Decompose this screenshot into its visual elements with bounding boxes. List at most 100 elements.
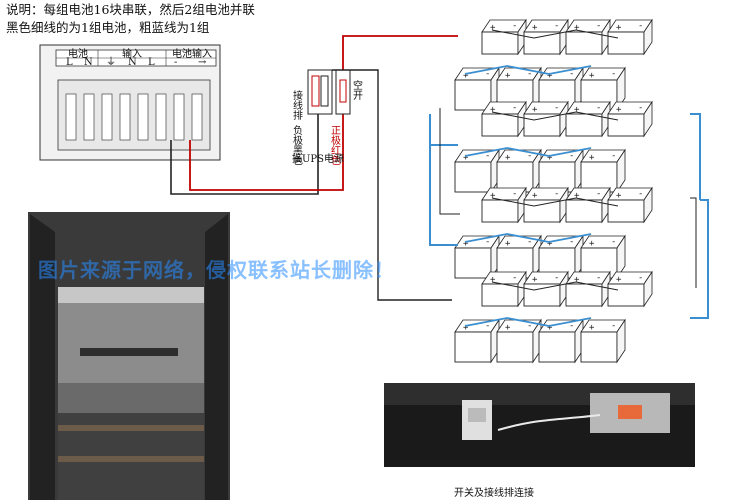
battery-terminal-positive: + [532,105,538,115]
blue-series-link [464,147,592,157]
battery-terminal-positive: + [505,71,511,81]
battery-terminal-positive: + [547,239,553,249]
negative-pole-label: 负极黑色 [291,124,303,165]
panel-mark-neg: - [174,57,177,68]
black-wire-2 [690,197,697,288]
blue-series-link [464,233,592,243]
battery-terminal-negative: - [611,321,616,331]
panel-mark-l: L [66,57,73,68]
battery-terminal-positive: + [589,153,595,163]
black-series-link [491,111,619,121]
battery-terminal-positive: + [505,323,511,333]
battery-terminal-positive: + [463,239,469,249]
battery-terminal-negative: - [527,69,532,79]
black-wire-1 [439,108,460,215]
blue-series-link [464,65,592,75]
battery: +- [481,18,527,56]
black-series-link [491,29,619,39]
battery: +- [565,270,611,308]
battery-terminal-negative: - [512,103,517,113]
black-series-link [491,197,619,207]
battery-terminal-positive: + [463,153,469,163]
watermark: 图片来源于网络，侵权联系站长删除！ [38,258,395,282]
battery-terminal-positive: + [505,153,511,163]
battery-terminal-negative: - [485,69,490,79]
battery: +- [580,318,626,364]
battery-terminal-negative: - [638,189,643,199]
battery-terminal-positive: + [616,191,622,201]
battery-terminal-negative: - [485,237,490,247]
battery-terminal-negative: - [569,237,574,247]
battery-terminal-positive: + [463,71,469,81]
battery: +- [496,148,542,194]
battery: +- [481,100,527,138]
battery-terminal-positive: + [547,71,553,81]
panel-mark-l2: L [148,57,155,68]
note-line-1: 说明：每组电池16块串联，然后2组电池并联 [6,2,255,17]
battery-stack: +-+-+-+-+-+-+-+-+-+-+-+-+-+-+-+-+-+-+-+-… [454,18,653,364]
switch-photo-caption: 开关及接线排连接 [454,486,534,499]
battery-terminal-negative: - [554,103,559,113]
panel-mark-n2: N [128,57,137,68]
battery: +- [454,148,500,194]
battery-terminal-negative: - [554,273,559,283]
battery-terminal-positive: + [574,275,580,285]
battery-terminal-positive: + [589,71,595,81]
blue-series-link [464,317,592,327]
battery-terminal-negative: - [596,103,601,113]
battery-terminal-positive: + [616,275,622,285]
battery-terminal-negative: - [596,189,601,199]
battery-terminal-negative: - [512,273,517,283]
panel-header-input: 输入 [122,47,142,60]
battery-terminal-positive: + [547,153,553,163]
battery-terminal-negative: - [569,69,574,79]
battery-terminal-positive: + [589,323,595,333]
positive-wire [189,35,458,191]
positive-pole-label: 正极红色 [329,125,341,165]
wiring-block-label: 接线排 [291,89,303,121]
ups-cabinet-photo [28,212,230,500]
battery: +- [538,234,584,280]
battery-terminal-positive: + [589,239,595,249]
group-1-trunk-wire [332,69,452,301]
panel-header-battery: 电池 [68,47,88,60]
battery: +- [607,18,653,56]
battery-terminal-positive: + [532,191,538,201]
battery-terminal-negative: - [569,321,574,331]
battery-terminal-positive: + [574,191,580,201]
battery: +- [454,318,500,364]
battery-terminal-negative: - [512,21,517,31]
battery-terminal-positive: + [532,275,538,285]
battery-terminal-negative: - [527,321,532,331]
blue-wire-3 [690,113,701,200]
battery-terminal-negative: - [611,237,616,247]
battery: +- [454,66,500,112]
battery-terminal-positive: + [574,23,580,33]
battery-terminal-negative: - [638,21,643,31]
battery-terminal-positive: + [505,239,511,249]
wiring-block [307,69,333,115]
battery: +- [496,318,542,364]
battery-terminal-positive: + [490,23,496,33]
battery-terminal-positive: + [490,191,496,201]
note-line-2: 黑色细线的为1组电池，粗蓝线为1组 [6,20,210,35]
battery: +- [538,318,584,364]
battery-terminal-positive: + [547,323,553,333]
panel-header-battery-input: 电池输入 [172,47,212,60]
battery-terminal-negative: - [485,151,490,161]
battery: +- [580,148,626,194]
ups-battery-label: 接UPS电源 [292,152,344,165]
battery-terminal-negative: - [569,151,574,161]
battery: +- [454,234,500,280]
battery: +- [565,18,611,56]
battery-terminal-positive: + [616,23,622,33]
blue-wire-4 [690,199,709,319]
ups-terminal-panel: 电池 输入 电池输入 L N ⏚ N L - → [39,44,221,161]
negative-wire [170,70,319,195]
battery-terminal-positive: + [463,323,469,333]
panel-mark-ground: ⏚ [106,56,116,68]
battery-terminal-positive: + [490,275,496,285]
panel-mark-n: N [84,57,93,68]
battery: +- [481,270,527,308]
battery-terminal-negative: - [554,21,559,31]
